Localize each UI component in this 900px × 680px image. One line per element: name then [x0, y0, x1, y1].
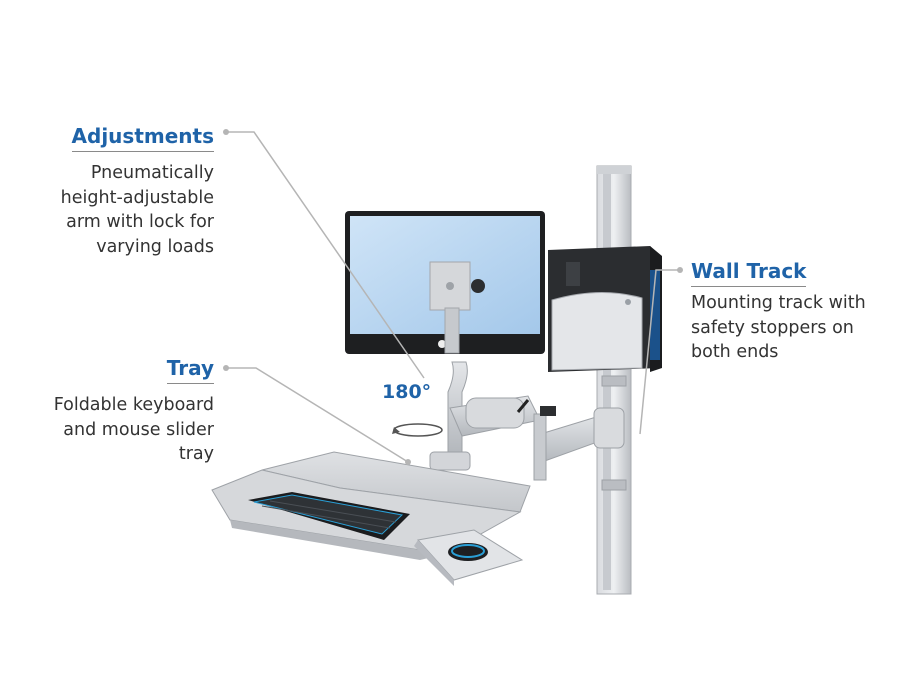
adjustments-line: height-adjustable	[60, 187, 214, 208]
articulating-arm	[429, 361, 625, 481]
wall-track-line: both ends	[691, 342, 779, 362]
adjustments-line: varying loads	[96, 236, 214, 257]
adjustments-title: Adjustments	[71, 124, 214, 152]
adjustments-line: arm with lock for	[66, 212, 214, 232]
tray-line: and mouse slider	[63, 419, 214, 440]
wall-track-line: Mounting track with	[691, 293, 866, 313]
leader-lines	[223, 129, 683, 465]
monitor	[345, 211, 545, 354]
adjustments-leader-line	[226, 131, 425, 379]
tray-leader-line	[226, 367, 409, 463]
tray-title: Tray	[166, 356, 214, 384]
tray-callout: Tray Foldable keyboard and mouse slider …	[54, 356, 214, 467]
adjustments-callout: Adjustments Pneumatically height-adjusta…	[61, 124, 214, 259]
tray-line: tray	[178, 444, 214, 464]
wall-track-callout: Wall Track Mounting track with safety st…	[691, 259, 866, 365]
wall-track-leader-line	[639, 269, 680, 435]
wall-track-line: safety stoppers on	[691, 317, 854, 338]
rotation-arrow	[392, 423, 443, 437]
wall-track-title: Wall Track	[691, 259, 807, 287]
mouse	[448, 543, 488, 561]
cpu-holder	[548, 246, 662, 372]
track-stoppers	[601, 375, 627, 491]
adjustments-line: Pneumatically	[90, 163, 214, 183]
keyboard	[248, 492, 410, 540]
rotation-label: 180°	[382, 381, 432, 403]
tray-line: Foldable keyboard	[53, 395, 214, 415]
